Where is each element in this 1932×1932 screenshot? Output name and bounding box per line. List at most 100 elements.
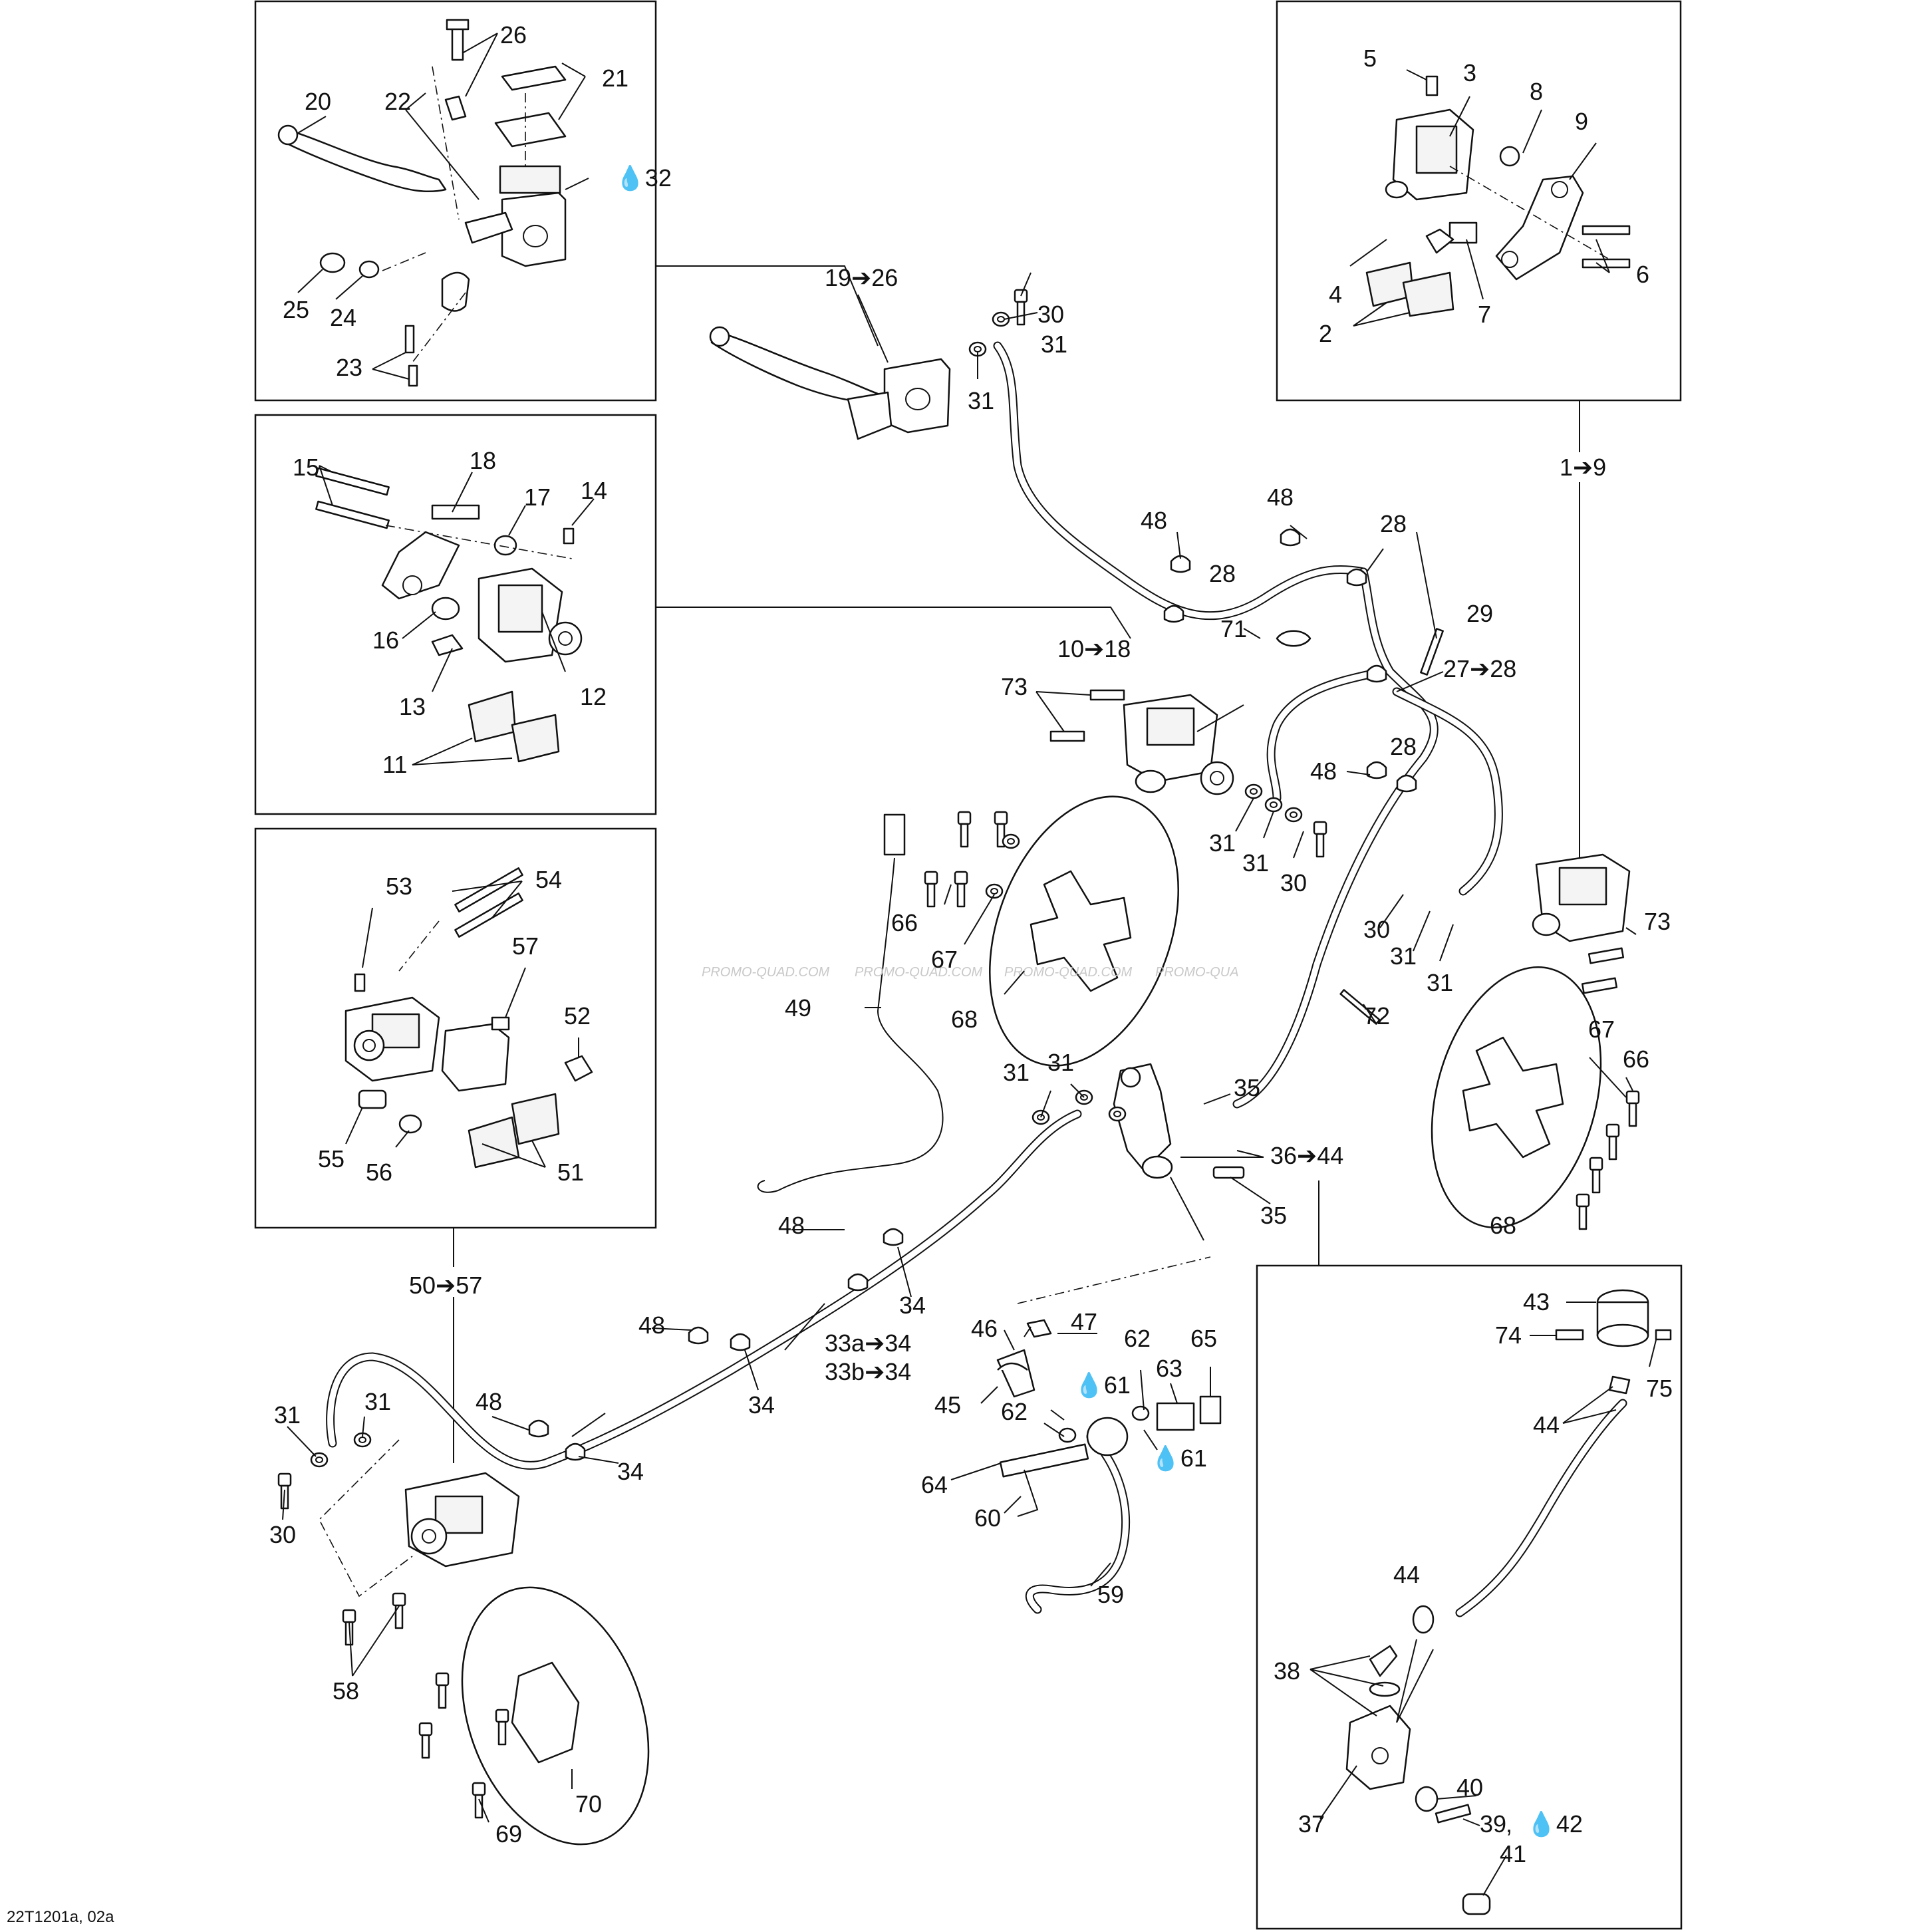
callout-57: 57 <box>512 932 539 960</box>
left-front-caliper-inset <box>254 414 657 815</box>
callout-71: 71 <box>1220 615 1247 642</box>
callout-9: 9 <box>1575 108 1588 135</box>
callout-67-b: 67 <box>1588 1016 1615 1043</box>
callout-49: 49 <box>785 994 811 1022</box>
callout-30-b: 30 <box>1280 869 1307 897</box>
callout-34-a: 34 <box>899 1292 926 1319</box>
callout-29: 29 <box>1466 600 1493 627</box>
callout-7: 7 <box>1478 301 1491 328</box>
callout-31-e: 31 <box>1390 942 1417 970</box>
callout-31-i: 31 <box>274 1401 301 1429</box>
callout-65: 65 <box>1190 1325 1217 1352</box>
callout-32-fluid: 💧32 <box>615 164 672 192</box>
callout-4: 4 <box>1329 281 1342 308</box>
callout-5: 5 <box>1363 45 1377 72</box>
callout-2: 2 <box>1319 320 1332 347</box>
callout-26: 26 <box>500 21 527 49</box>
callout-28-a: 28 <box>1380 510 1407 537</box>
callout-69: 69 <box>495 1820 522 1848</box>
callout-16: 16 <box>372 626 399 654</box>
range-36-44: 36➔44 <box>1270 1142 1343 1169</box>
callout-56: 56 <box>366 1159 392 1186</box>
front-left-caliper <box>1049 689 1327 858</box>
watermark-4: PROMO-QUA <box>1155 965 1239 980</box>
callout-73-a: 73 <box>1001 673 1028 700</box>
callout-74: 74 <box>1495 1321 1522 1349</box>
rear-caliper-parts <box>345 867 593 1169</box>
callout-59: 59 <box>1097 1581 1124 1608</box>
callout-21: 21 <box>602 65 628 92</box>
callout-44-a: 44 <box>1533 1411 1560 1439</box>
callout-66-a: 66 <box>891 909 918 936</box>
callout-35-a: 35 <box>1234 1074 1260 1101</box>
rear-caliper-inset <box>254 827 657 1229</box>
watermark-1: PROMO-QUAD.COM <box>702 965 830 980</box>
callout-68-a: 68 <box>951 1006 978 1033</box>
callout-48-d: 48 <box>778 1212 805 1239</box>
range-27-28: 27➔28 <box>1443 655 1516 682</box>
callout-31-d: 31 <box>1242 849 1269 877</box>
callout-47: 47 <box>1071 1308 1097 1335</box>
callout-39-comma: , <box>1506 1810 1512 1838</box>
callout-55: 55 <box>318 1145 345 1173</box>
range-10-18: 10➔18 <box>1057 635 1131 662</box>
callout-24: 24 <box>330 304 356 331</box>
callout-44-b: 44 <box>1393 1561 1420 1588</box>
callout-48-f: 48 <box>476 1388 502 1415</box>
callout-62-b: 62 <box>1001 1398 1028 1425</box>
range-1-9: 1➔9 <box>1560 454 1606 481</box>
callout-18: 18 <box>470 447 496 474</box>
callout-42-fluid: 💧42 <box>1526 1810 1583 1838</box>
callout-25: 25 <box>283 296 309 323</box>
callout-51: 51 <box>557 1159 584 1186</box>
callout-28-b: 28 <box>1209 560 1236 587</box>
callout-48-c: 48 <box>1310 758 1337 785</box>
callout-3: 3 <box>1463 59 1476 86</box>
callout-62-a: 62 <box>1124 1325 1151 1352</box>
callout-37: 37 <box>1298 1810 1325 1838</box>
callout-23: 23 <box>336 354 362 381</box>
callout-53: 53 <box>386 873 412 900</box>
right-front-caliper-parts <box>1365 75 1631 317</box>
callout-31-c: 31 <box>1209 829 1236 857</box>
callout-48-e: 48 <box>638 1311 665 1339</box>
front-master-cylinder-parts <box>277 19 567 387</box>
callout-48-a: 48 <box>1141 507 1167 534</box>
watermark-2: PROMO-QUAD.COM <box>855 965 983 980</box>
callout-35-b: 35 <box>1260 1202 1287 1229</box>
callout-40: 40 <box>1456 1774 1483 1801</box>
front-master-cylinder-inset <box>254 0 657 402</box>
callout-13: 13 <box>399 693 426 720</box>
callout-73-b: 73 <box>1644 908 1671 935</box>
loose-hardware <box>528 528 1444 1438</box>
front-right-disc <box>1431 966 1640 1230</box>
rear-caliper-main <box>319 1439 520 1646</box>
front-brake-lines <box>968 289 1503 1109</box>
range-33a-34: 33a➔34 <box>825 1329 911 1357</box>
callout-34-c: 34 <box>617 1458 644 1485</box>
handlebar-master-cylinder <box>709 326 951 440</box>
callout-64: 64 <box>921 1471 948 1498</box>
rear-master-cylinder-parts <box>1345 1289 1672 1915</box>
callout-17: 17 <box>524 483 551 511</box>
callout-41: 41 <box>1500 1840 1526 1867</box>
callout-31-g: 31 <box>1003 1059 1030 1086</box>
callout-14: 14 <box>581 477 607 504</box>
rear-disc <box>418 1586 650 1846</box>
range-19-26: 19➔26 <box>825 264 898 291</box>
callout-48-b: 48 <box>1267 483 1294 511</box>
callout-58: 58 <box>333 1677 359 1705</box>
left-front-caliper-parts <box>315 467 583 763</box>
callout-75: 75 <box>1646 1375 1673 1402</box>
callout-34-b: 34 <box>748 1391 775 1419</box>
brake-pedal <box>996 1256 1222 1614</box>
callout-70: 70 <box>575 1790 602 1818</box>
callout-30-d: 30 <box>269 1521 296 1548</box>
callout-45: 45 <box>934 1391 961 1419</box>
callout-67-a: 67 <box>931 946 958 973</box>
callout-31-b: 31 <box>968 387 994 414</box>
callout-38: 38 <box>1274 1657 1300 1685</box>
range-33b-34: 33b➔34 <box>825 1358 911 1385</box>
right-front-caliper-inset <box>1276 0 1682 402</box>
